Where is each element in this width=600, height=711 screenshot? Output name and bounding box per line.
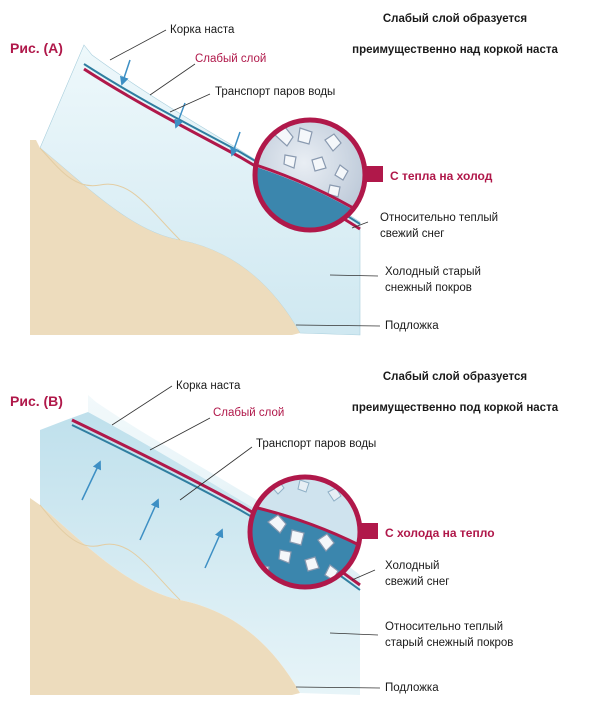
fig-a-label: Рис. (A) bbox=[10, 40, 63, 56]
leader-vapor-a bbox=[169, 93, 211, 113]
panel-b-title-line2: преимущественно под коркой наста bbox=[352, 402, 559, 414]
weak-layer-label-b: Слабый слой bbox=[213, 407, 284, 419]
ice-crystals-icon bbox=[274, 126, 349, 198]
leader-weak-a bbox=[149, 63, 196, 96]
leader-ground-a bbox=[295, 324, 381, 327]
panel-a: Рис. (A) Слабый слой образуется преимуще… bbox=[10, 13, 558, 336]
leader-vapor-b bbox=[179, 446, 253, 501]
magnifier-lens-b bbox=[247, 474, 378, 590]
leader-weak-b bbox=[149, 417, 211, 451]
leader-crust-b bbox=[111, 385, 173, 426]
lower-snow-a-line2: снежный покров bbox=[385, 282, 472, 294]
vapor-arrow-b-2 bbox=[139, 498, 160, 541]
panel-a-title-line1: Слабый слой образуется bbox=[383, 13, 527, 25]
leader-upper-b bbox=[351, 569, 376, 581]
snowpack-b bbox=[40, 412, 360, 695]
leader-lower-a bbox=[329, 274, 379, 277]
panel-a-title-line2: преимущественно над коркой наста bbox=[352, 44, 558, 56]
magnifier-lens-a bbox=[252, 117, 383, 233]
fig-b-label: Рис. (B) bbox=[10, 393, 63, 409]
panel-b-title-line1: Слабый слой образуется bbox=[383, 371, 527, 383]
ground-label-a: Подложка bbox=[385, 320, 439, 332]
direction-tag-a: С тепла на холод bbox=[390, 169, 493, 183]
snowpack-a bbox=[39, 44, 361, 336]
crust-label-a: Корка наста bbox=[170, 24, 235, 36]
upper-snow-b-line2: свежий снег bbox=[385, 576, 449, 588]
vapor-arrow-b-3 bbox=[204, 528, 224, 569]
vapor-arrow-a-2 bbox=[174, 102, 186, 129]
ground-b bbox=[30, 498, 300, 695]
vapor-arrow-a-3 bbox=[230, 131, 241, 157]
vapor-arrow-b-1 bbox=[81, 460, 101, 501]
lower-snow-b-line1: Относительно теплый bbox=[385, 621, 503, 633]
upper-snow-b-line1: Холодный bbox=[385, 560, 439, 572]
leader-upper-a bbox=[351, 221, 369, 229]
ground-label-b: Подложка bbox=[385, 682, 439, 694]
panel-b: Рис. (B) Слабый слой образуется преимуще… bbox=[10, 371, 559, 695]
leader-crust-a bbox=[109, 29, 167, 61]
fresh-snow-b bbox=[88, 395, 360, 582]
vapor-arrow-a-1 bbox=[120, 59, 131, 86]
leader-ground-b bbox=[295, 686, 381, 689]
lower-snow-a-line1: Холодный старый bbox=[385, 266, 481, 278]
vapor-label-a: Транспорт паров воды bbox=[215, 86, 335, 98]
lower-snow-b-line2: старый снежный покров bbox=[385, 637, 513, 649]
crust-label-b: Корка наста bbox=[176, 380, 241, 392]
direction-tag-b: С холода на тепло bbox=[385, 526, 495, 540]
weak-layer-label-a: Слабый слой bbox=[195, 53, 266, 65]
ground-a bbox=[30, 140, 300, 335]
leader-lower-b bbox=[329, 632, 379, 636]
upper-snow-a-line1: Относительно теплый bbox=[380, 212, 498, 224]
vapor-label-b: Транспорт паров воды bbox=[256, 438, 376, 450]
upper-snow-a-line2: свежий снег bbox=[380, 228, 444, 240]
